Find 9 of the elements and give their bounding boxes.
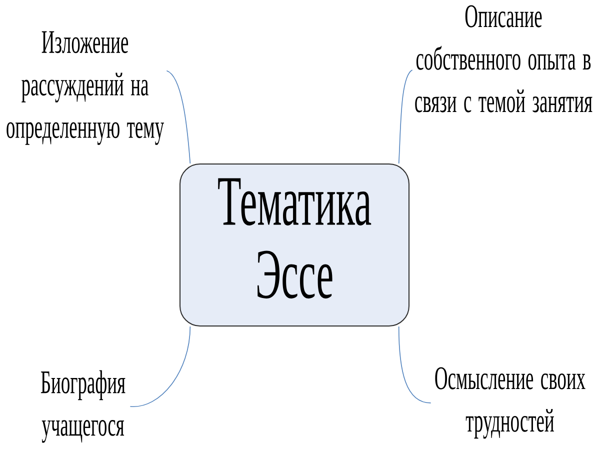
branch-line	[130, 326, 191, 407]
topic-box: Тематика Эссе	[180, 164, 410, 326]
branch-line	[398, 70, 413, 164]
branch-line	[398, 326, 432, 404]
subtopic-text: Описание собственного опыта в связи с темой занятия	[415, 5, 592, 112]
subtopic-text: Изложение рассуждений на определенную тему	[6, 31, 164, 145]
branch-line	[166, 70, 191, 164]
subtopic-text: Осмысление своих трудностей	[435, 367, 586, 439]
subtopic-text: Биография учащегося	[40, 370, 126, 443]
